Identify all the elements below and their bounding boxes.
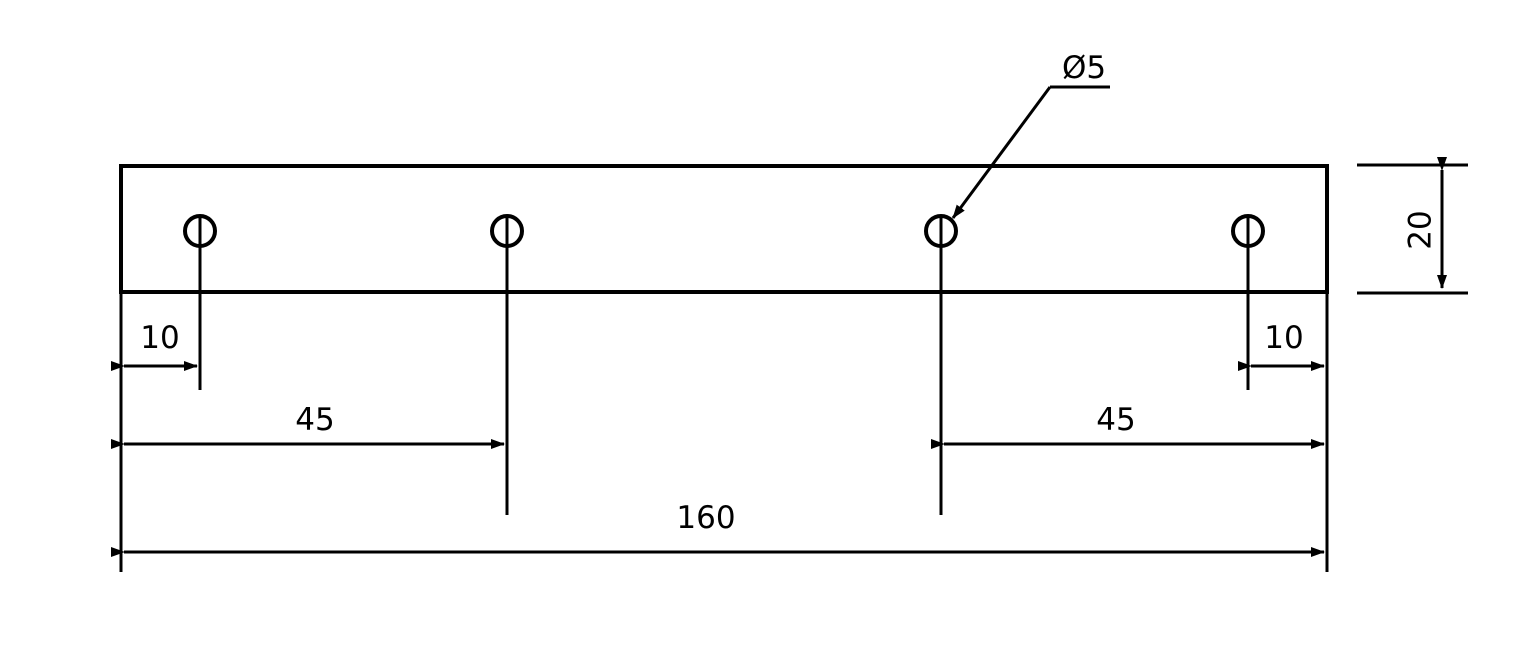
diameter-leader-line (951, 86, 1052, 219)
right-medium-dimension-label: 45 (1096, 402, 1135, 438)
height-dimension-label: 20 (1403, 210, 1439, 249)
plate-outline (119, 164, 1329, 294)
hole-2 (490, 214, 524, 515)
hole-3 (924, 214, 958, 515)
right-small-dimension-label: 10 (1264, 320, 1303, 356)
total-length-label: 160 (676, 500, 735, 536)
hole-diameter-label: Ø5 (1062, 50, 1106, 86)
left-medium-dimension-label: 45 (295, 402, 334, 438)
hole-1 (183, 214, 217, 390)
hole-4 (1231, 214, 1265, 390)
left-small-dimension-label: 10 (140, 320, 179, 356)
